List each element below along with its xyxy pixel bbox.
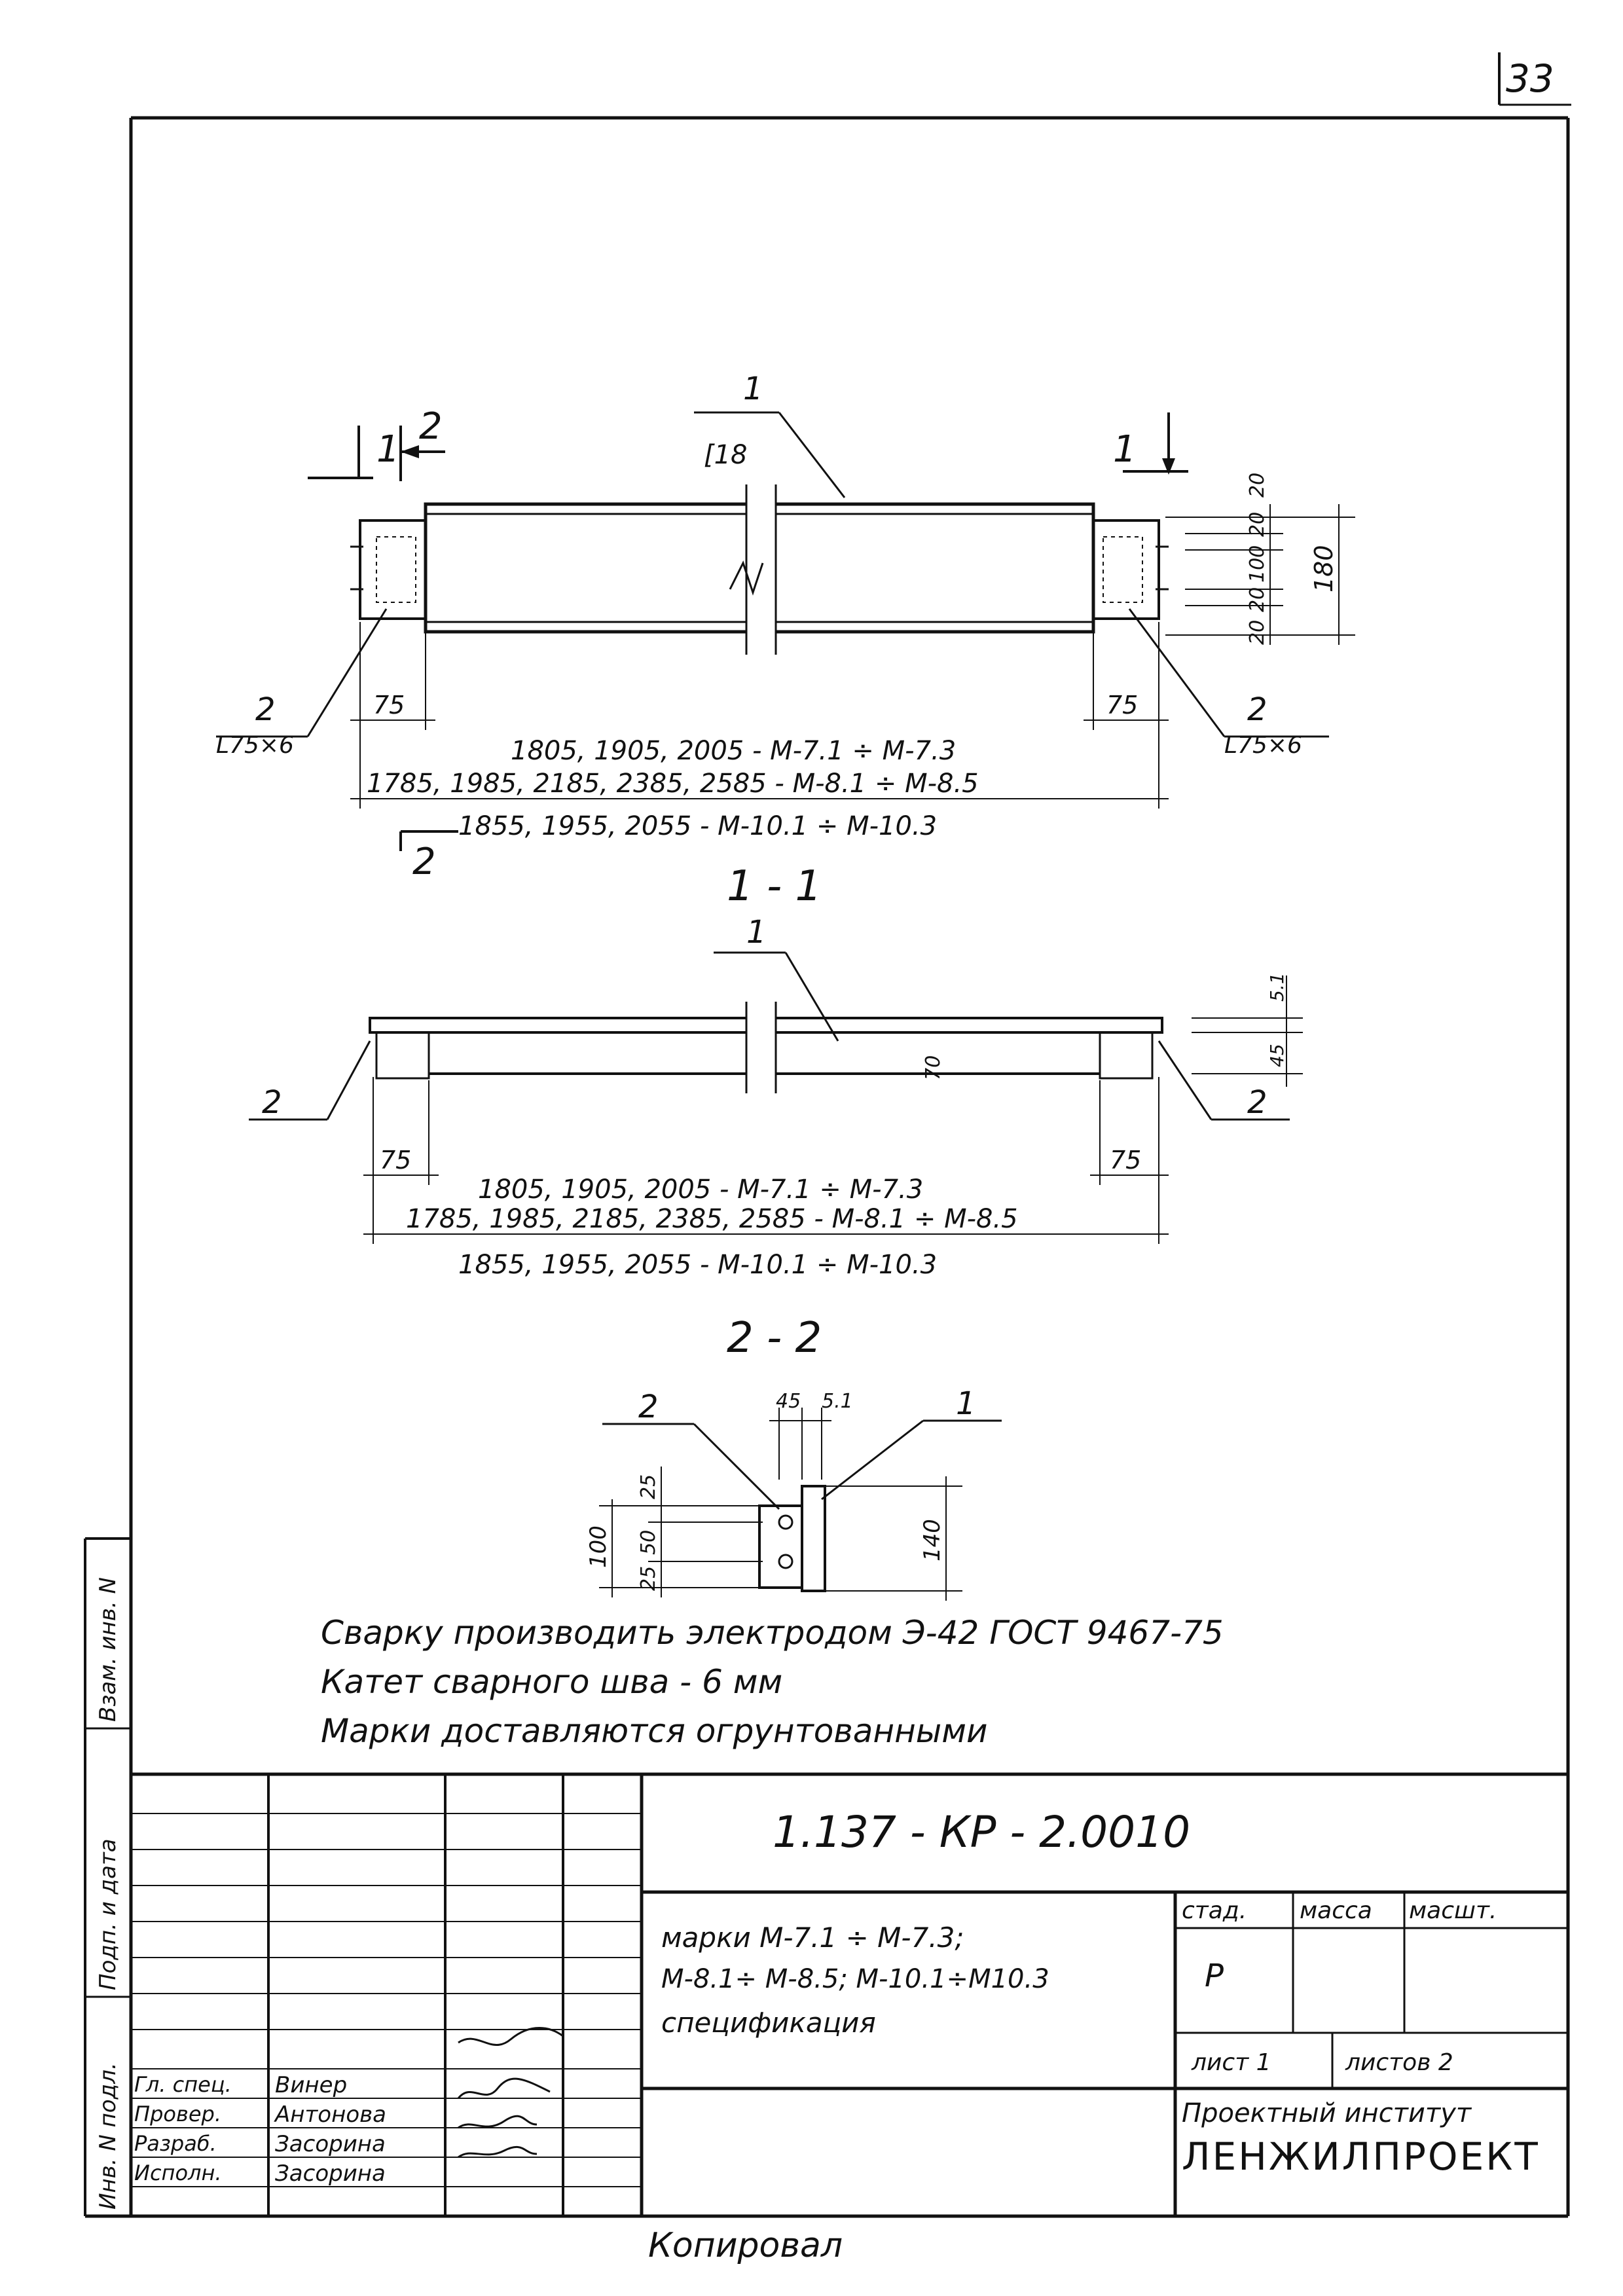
s11-length-1: 1805, 1905, 2005 - М-7.1 ÷ М-7.3 xyxy=(478,1175,923,1205)
position-2-right-profile: L75×6 xyxy=(1224,732,1302,759)
section-1-1-view: 1 - 1 1 2 2 70 5.1 45 75 75 18 xyxy=(249,862,1303,1280)
name-chief-specialist: Винер xyxy=(275,2072,348,2098)
s11-length-2: 1785, 1985, 2185, 2385, 2585 - М-8.1 ÷ М… xyxy=(406,1204,1018,1234)
length-line-2: 1785, 1985, 2185, 2385, 2585 - М-8.1 ÷ М… xyxy=(367,769,979,799)
side-stamp-inv-no: Инв. N подл. xyxy=(95,2062,121,2210)
section-2-2-title: 2 - 2 xyxy=(727,1314,822,1362)
s11-position-2-left: 2 xyxy=(262,1084,282,1121)
dim-100: 100 xyxy=(1246,545,1269,583)
s22-dim-50: 50 xyxy=(637,1530,660,1555)
title-line-1: марки М-7.1 ÷ М-7.3; xyxy=(661,1922,964,1954)
header-scale: масшт. xyxy=(1409,1897,1497,1924)
section-mark-2-bottom: 2 xyxy=(412,841,436,883)
s11-dim-75-left: 75 xyxy=(380,1146,411,1175)
title-line-2: М-8.1÷ М-8.5; М-10.1÷М10.3 xyxy=(661,1964,1049,1994)
institute-name: ЛЕНЖИЛПРОЕКТ xyxy=(1182,2134,1540,2179)
signature-executor xyxy=(458,2146,538,2159)
institute-line: Проектный институт xyxy=(1182,2098,1472,2128)
title-line-3: спецификация xyxy=(661,2007,876,2039)
position-2-left-label: 2 xyxy=(255,691,276,728)
s22-dim-25-bottom: 25 xyxy=(637,1566,660,1591)
s11-position-2-right: 2 xyxy=(1247,1084,1267,1121)
header-mass: масса xyxy=(1300,1897,1372,1924)
position-2-left-profile: L75×6 xyxy=(216,732,294,759)
name-developer: Засорина xyxy=(275,2131,386,2157)
s22-dim-51: 5.1 xyxy=(822,1390,853,1413)
note-weld-leg: Катет сварного шва - 6 мм xyxy=(321,1663,783,1701)
s11-length-3: 1855, 1955, 2055 - М-10.1 ÷ М-10.3 xyxy=(458,1250,937,1280)
position-1-profile: [18 xyxy=(704,440,748,470)
s11-dim-51: 5.1 xyxy=(1266,972,1288,1002)
sheets-total: листов 2 xyxy=(1345,2049,1453,2076)
note-welding: Сварку производить электродом Э-42 ГОСТ … xyxy=(321,1614,1224,1652)
header-stage: стад. xyxy=(1182,1897,1247,1924)
name-executor: Засорина xyxy=(275,2160,386,2187)
s11-dim-75-right: 75 xyxy=(1110,1146,1141,1175)
name-checker: Антонова xyxy=(275,2102,386,2128)
s22-dim-140: 140 xyxy=(919,1519,945,1561)
s11-dim-70: 70 xyxy=(922,1055,945,1080)
dim-20-d: 20 xyxy=(1246,620,1269,645)
side-stamp-sign-date: Подп. и дата xyxy=(95,1838,121,1990)
signature-developer xyxy=(458,2115,538,2129)
s22-dim-100: 100 xyxy=(585,1525,611,1568)
elevation-view: 1 [18 2 L75×6 2 L75×6 1 2 1 2 xyxy=(216,371,1355,883)
s22-dim-45: 45 xyxy=(776,1390,801,1413)
role-chief-specialist: Гл. спец. xyxy=(134,2072,232,2097)
s22-dim-25-top: 25 xyxy=(637,1474,660,1499)
section-mark-1-left: 1 xyxy=(376,428,400,471)
role-developer: Разраб. xyxy=(134,2131,217,2156)
role-executor: Исполн. xyxy=(134,2160,222,2185)
stage-value: Р xyxy=(1205,1958,1224,1994)
doc-code: 1.137 - КР - 2.0010 xyxy=(773,1807,1191,1857)
dim-20-b: 20 xyxy=(1246,512,1269,537)
dim-180: 180 xyxy=(1309,545,1338,592)
length-line-3: 1855, 1955, 2055 - М-10.1 ÷ М-10.3 xyxy=(458,811,937,841)
s22-position-1: 1 xyxy=(956,1385,976,1422)
title-block-grid xyxy=(84,1537,1568,2216)
section-2-2-view: 2 - 2 2 1 45 5.1 25 50 25 100 140 xyxy=(585,1314,1002,1601)
dim-75-left: 75 xyxy=(373,691,405,720)
section-1-1-title: 1 - 1 xyxy=(727,862,822,911)
s22-position-2: 2 xyxy=(638,1389,659,1425)
side-stamp-replace-inv: Взам. инв. N xyxy=(95,1577,121,1722)
section-mark-2-top: 2 xyxy=(419,405,443,448)
section-mark-1-right: 1 xyxy=(1113,428,1137,471)
position-1-label: 1 xyxy=(743,371,763,407)
s11-position-1: 1 xyxy=(746,914,767,951)
footer-copied: Копировал xyxy=(648,2226,843,2265)
note-primed: Марки доставляются огрунтованными xyxy=(321,1712,988,1750)
position-2-right-label: 2 xyxy=(1247,691,1267,728)
s11-dim-45: 45 xyxy=(1266,1044,1288,1067)
page-number: 33 xyxy=(1506,56,1554,101)
length-line-1: 1805, 1905, 2005 - М-7.1 ÷ М-7.3 xyxy=(511,736,956,766)
signature-chief xyxy=(458,2027,564,2046)
dim-20-c: 20 xyxy=(1246,587,1269,612)
sheet-number: лист 1 xyxy=(1192,2049,1271,2076)
signature-checker xyxy=(457,2077,551,2099)
dim-75-right: 75 xyxy=(1106,691,1138,720)
dim-20-a: 20 xyxy=(1246,473,1269,498)
role-checker: Провер. xyxy=(134,2102,221,2126)
